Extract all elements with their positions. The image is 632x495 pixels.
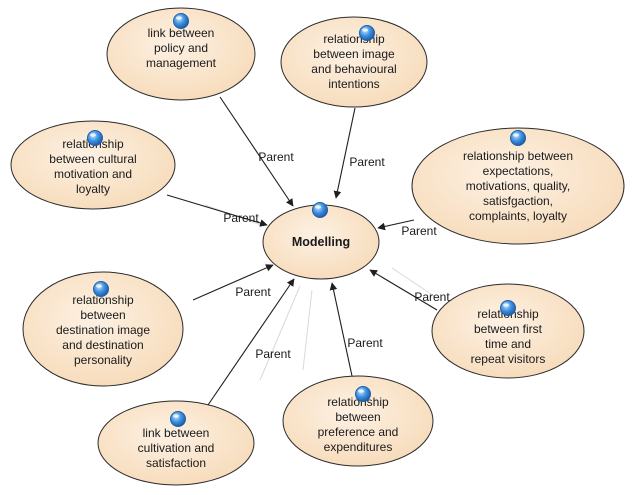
node-ellipse <box>411 127 625 245</box>
node-label-line: satisfaction <box>146 456 206 470</box>
ghost-connector <box>302 289 313 371</box>
node-label-line: between image <box>313 47 395 61</box>
blue-circle-icon <box>510 130 526 146</box>
node-label-line: expenditures <box>324 440 393 454</box>
edge-arrow <box>333 107 356 199</box>
blue-circle-icon <box>93 281 109 297</box>
edge-arrow <box>369 269 438 311</box>
ghost-connector <box>391 267 441 301</box>
edge-label: Parent <box>255 347 291 361</box>
blue-circle-icon <box>359 25 375 41</box>
node-ellipse <box>106 7 256 101</box>
edge-label: Parent <box>223 211 259 225</box>
node-label-line: link between <box>143 426 210 440</box>
edge-arrow <box>219 96 294 207</box>
edge-image-behavioural: Parent <box>333 107 385 199</box>
node-label-line: policy and <box>154 41 208 55</box>
edge-arrow <box>166 194 268 227</box>
node-label-line: expectations, <box>483 164 554 178</box>
center-node-label: Modelling <box>292 235 350 249</box>
node-label-line: and behavioural <box>311 62 396 76</box>
node-ellipse <box>280 16 428 108</box>
edge-first-time-repeat: Parent <box>369 269 450 311</box>
node-ellipse <box>431 283 585 379</box>
edge-preference-expenditures: Parent <box>329 282 383 377</box>
blue-circle-icon <box>170 411 186 427</box>
node-label-line: satisfgaction, <box>483 194 553 208</box>
node-ellipse <box>97 400 255 486</box>
node-label-line: relationship between <box>463 149 573 163</box>
node-label-line: relationship <box>72 293 134 307</box>
node-label-line: relationship <box>323 32 385 46</box>
node-ellipse <box>22 271 184 387</box>
blue-circle-icon <box>173 13 189 29</box>
edge-arrow <box>377 219 415 231</box>
blue-circle-icon <box>500 300 516 316</box>
node-label-line: and destination <box>62 338 143 352</box>
edge-label: Parent <box>235 285 271 299</box>
edge-label: Parent <box>258 150 294 164</box>
edge-policy-management: Parent <box>219 96 294 207</box>
blue-circle-icon <box>87 130 103 146</box>
edge-label: Parent <box>414 290 450 304</box>
node-label-line: motivations, quality, <box>466 179 571 193</box>
edge-destination-personality: Parent <box>192 264 274 301</box>
node-label-line: destination image <box>56 323 150 337</box>
node-label-line: between <box>335 410 380 424</box>
node-label-line: management <box>146 56 217 70</box>
edge-expectations-loyalty: Parent <box>377 219 437 238</box>
node-label-line: time and <box>485 337 531 351</box>
node-label-line: link between <box>148 26 215 40</box>
edge-arrow <box>207 278 295 406</box>
node-label-line: motivation and <box>54 167 132 181</box>
node-label-line: repeat visitors <box>471 352 546 366</box>
edge-cultural-motivation-loyalty: Parent <box>166 194 268 227</box>
edge-arrow <box>192 264 274 301</box>
node-label-line: between cultural <box>49 152 136 166</box>
node-ellipse <box>282 375 434 467</box>
edge-cultivation-satisfaction: Parent <box>207 278 295 406</box>
edge-label: Parent <box>401 224 437 238</box>
node-ellipse <box>10 120 176 210</box>
node-label-line: cultivation and <box>138 441 215 455</box>
node-label-line: between first <box>474 322 543 336</box>
ghost-connector <box>259 285 301 381</box>
center-node-modelling[interactable]: Modelling <box>262 202 380 280</box>
node-label-line: intentions <box>328 77 379 91</box>
blue-circle-icon <box>355 386 371 402</box>
node-label-line: loyalty <box>76 182 110 196</box>
node-label-line: personality <box>74 353 132 367</box>
blue-circle-icon <box>312 202 328 218</box>
node-label-line: complaints, loyalty <box>469 209 567 223</box>
node-expectations-loyalty[interactable]: relationship betweenexpectations,motivat… <box>411 127 625 245</box>
edge-label: Parent <box>347 336 383 350</box>
edge-arrow <box>329 282 353 377</box>
node-label-line: between <box>80 308 125 322</box>
edge-label: Parent <box>349 155 385 169</box>
node-label-line: relationship <box>327 395 389 409</box>
node-label-line: preference and <box>318 425 399 439</box>
